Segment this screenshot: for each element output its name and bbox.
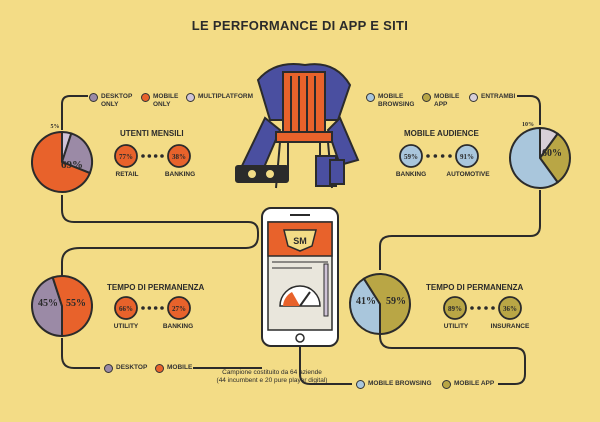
sample-note: Campione costituito da 64 aziende (44 in… <box>216 369 328 384</box>
legend-mobile: MOBILE <box>155 364 193 373</box>
tempo-left-compare-dot <box>147 306 152 310</box>
connector-lines <box>61 95 541 385</box>
legend-dot <box>366 93 375 102</box>
audience-compare-dot <box>440 154 445 158</box>
tempo-left-compare-circle <box>167 296 191 320</box>
legend-label: MOBILE APP <box>454 380 495 387</box>
audience-pie-slice <box>509 126 560 189</box>
compare-label: UTILITY <box>113 323 139 330</box>
tempo-right-pie-slice-label: 59% <box>386 296 406 307</box>
page-title: LE PERFORMANCE DI APP E SITI <box>191 18 409 33</box>
section-title-tempo-right: TEMPO DI PERMANENZA <box>426 283 524 292</box>
tempo-right-compare-dot <box>491 306 495 310</box>
legend-label: ENTRAMBI <box>481 93 516 100</box>
tempo-left-compare-dot <box>153 306 158 310</box>
legend-label: MOBILE BROWSING <box>378 93 415 108</box>
tempo-right-pie-slice-label: 41% <box>356 296 376 307</box>
legend-label: MOBILE ONLY <box>153 93 179 108</box>
tempo-left-pie-slice <box>31 276 63 338</box>
tempo-right-compare-value: 36% <box>503 305 517 313</box>
legend-label: DESKTOP <box>116 364 148 371</box>
tempo-right-pie-slice <box>362 273 411 336</box>
legend-mobile-app-bottom: MOBILE APP <box>442 380 495 389</box>
tempo-left-compare-dot <box>141 306 145 310</box>
compare-label: AUTOMOTIVE <box>446 171 490 178</box>
utenti-pie-slice <box>60 132 93 175</box>
legend-dot <box>356 380 365 389</box>
audience-compare-dot <box>448 154 452 158</box>
tempo-left-compare-value: 66% <box>119 305 133 313</box>
tempo-left-pie-slice-label: 55% <box>66 298 86 309</box>
legend-desktop: DESKTOP <box>104 364 148 373</box>
utenti-compare-dot <box>153 154 158 158</box>
audience-compare-circle <box>455 144 479 168</box>
legend-dot <box>186 93 195 102</box>
legend-desktop-only: DESKTOP ONLY <box>89 93 133 108</box>
legend-mobile-only: MOBILE ONLY <box>141 93 179 108</box>
utenti-pie-slice <box>31 130 92 193</box>
audience-pie-slice-label: 60% <box>542 148 562 159</box>
tempo-left-pie-slice <box>51 275 93 338</box>
utenti-compare-circle <box>114 144 138 168</box>
tempo-right-compare-dot <box>477 306 481 310</box>
compare-label: INSURANCE <box>490 323 530 330</box>
legend-label: DESKTOP ONLY <box>101 93 133 108</box>
audience-compare-dot <box>433 154 438 158</box>
legend-dot <box>89 93 98 102</box>
utenti-compare-circle <box>167 144 191 168</box>
smartphone-illustration: SM <box>261 207 339 347</box>
tempo-right-compare-dot <box>470 306 474 310</box>
audience-compare-circle <box>399 144 423 168</box>
legend-dot <box>155 364 164 373</box>
tempo-right-compare-circle <box>443 296 467 320</box>
tempo-left-compare-circle <box>114 296 138 320</box>
legend-dot <box>442 380 451 389</box>
tempo-right-compare-circle <box>498 296 522 320</box>
legend-mobile-app: MOBILE APP <box>422 93 460 108</box>
tempo-right-compare-dot <box>484 306 488 310</box>
legend-mobile-browsing-bottom: MOBILE BROWSING <box>356 380 432 389</box>
legend-label: MULTIPLATFORM <box>198 93 253 100</box>
audience-pie-slice <box>538 132 571 184</box>
utenti-compare-value: 77% <box>119 153 133 161</box>
legend-dot <box>141 93 150 102</box>
utenti-compare-dot <box>141 154 145 158</box>
legend-dot <box>469 93 478 102</box>
utenti-compare-dot <box>147 154 152 158</box>
tempo-right-compare-value: 89% <box>448 305 462 313</box>
section-title-utenti: UTENTI MENSILI <box>120 129 184 138</box>
legend-dot <box>104 364 113 373</box>
compare-label: BANKING <box>395 171 427 178</box>
svg-text:SM: SM <box>293 236 307 246</box>
legend-dot <box>422 93 431 102</box>
legend-label: MOBILE BROWSING <box>368 380 432 387</box>
legend-label: MOBILE <box>167 364 193 371</box>
utenti-pie-slice-label: 5% <box>51 124 60 130</box>
compare-label: BANKING <box>164 171 196 178</box>
tempo-left-compare-dot <box>160 306 164 310</box>
section-title-tempo-left: TEMPO DI PERMANENZA <box>107 283 205 292</box>
audience-pie-slice-label: 10% <box>522 122 534 128</box>
utenti-pie-slice-label: 69% <box>61 159 83 171</box>
tempo-left-pie-slice-label: 45% <box>38 298 58 309</box>
legend-entrambi: ENTRAMBI <box>469 93 516 102</box>
compare-label: BANKING <box>162 323 194 330</box>
utenti-compare-value: 38% <box>172 153 186 161</box>
audience-compare-value: 59% <box>404 153 418 161</box>
section-title-mobile-audience: MOBILE AUDIENCE <box>404 129 479 138</box>
compare-label: RETAIL <box>115 171 139 178</box>
chair-illustration <box>235 63 360 189</box>
audience-compare-dot <box>426 154 430 158</box>
compare-label: UTILITY <box>443 323 469 330</box>
tempo-left-compare-value: 27% <box>172 305 186 313</box>
legend-label: MOBILE APP <box>434 93 460 108</box>
legend-multiplatform: MULTIPLATFORM <box>186 93 253 102</box>
audience-compare-value: 91% <box>460 153 474 161</box>
utenti-compare-dot <box>160 154 164 158</box>
legend-mobile-browsing: MOBILE BROWSING <box>366 93 415 108</box>
